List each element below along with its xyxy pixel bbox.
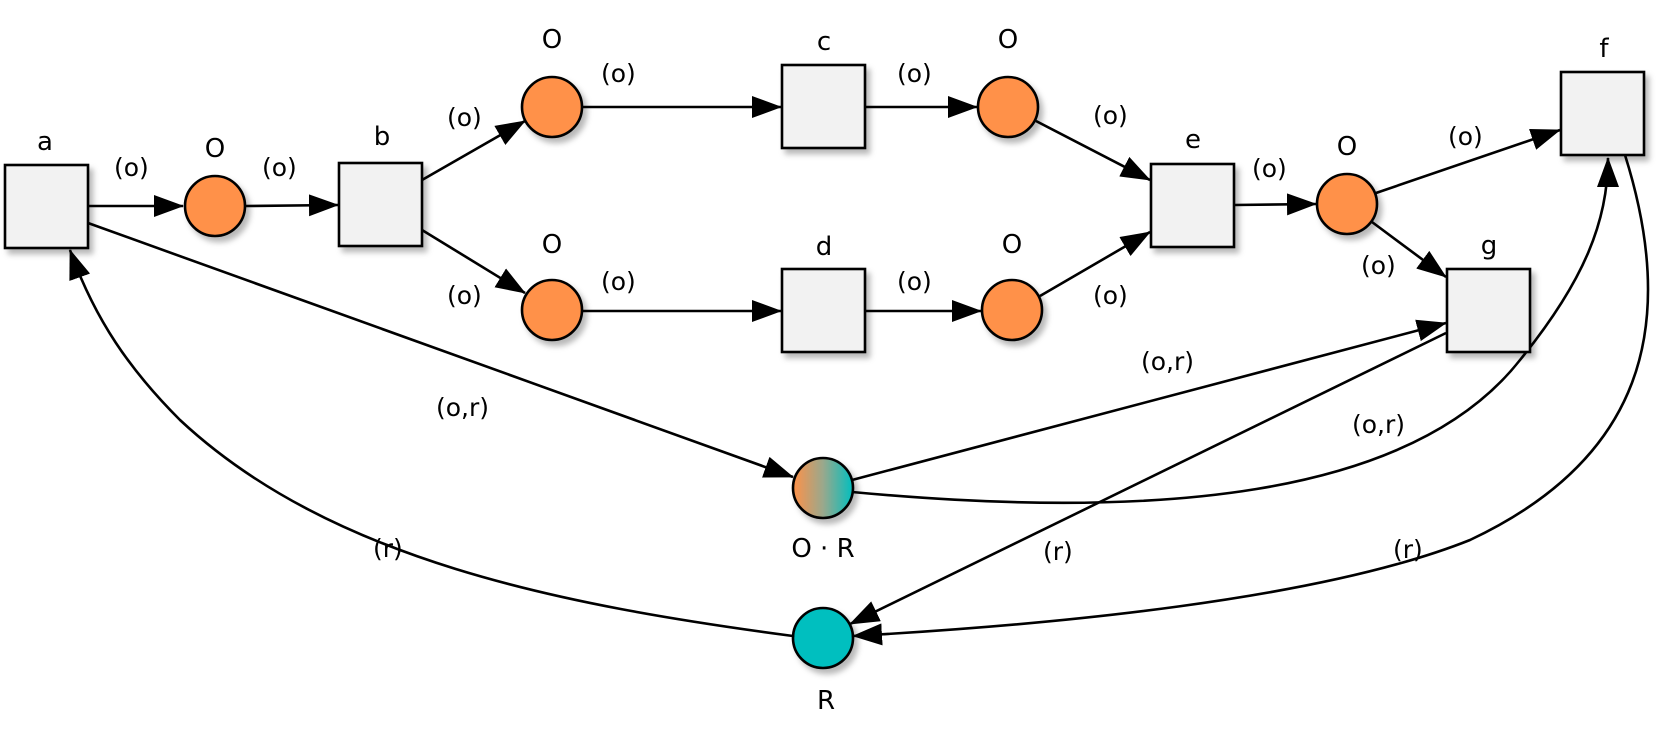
arc-b-p2 (421, 119, 526, 182)
arc-label-p6-f: (o) (1448, 122, 1483, 151)
transitions: a b c d e f g (3, 27, 1646, 354)
place-label-o-4: O (998, 25, 1018, 55)
arc-p6-f (1375, 128, 1561, 195)
transition-a[interactable] (3, 163, 90, 250)
arc-a-p7 (87, 221, 794, 479)
arc-p1-b (244, 194, 339, 217)
place-o-2[interactable] (520, 75, 584, 139)
arc-label-f-p8: (r) (1393, 535, 1423, 564)
arc-labels: (o) (o) (o) (o) (o) (o) (o) (o) (o) (o) … (114, 59, 1483, 566)
arc-label-p2-c: (o) (601, 59, 636, 88)
arcs (68, 96, 1650, 646)
transition-label-a: a (37, 127, 53, 157)
arc-f-p8 (852, 154, 1650, 646)
transition-label-g: g (1481, 231, 1498, 261)
place-label-o-1: O (205, 134, 225, 164)
arc-p7-f (851, 157, 1619, 505)
arc-label-p1-b: (o) (262, 153, 297, 182)
transition-f[interactable] (1559, 70, 1646, 157)
place-label-o-5: O (1002, 230, 1022, 260)
arc-e-p6 (1233, 193, 1317, 216)
place-o-1[interactable] (183, 174, 247, 238)
places: O O O O O O O · R R (183, 25, 1379, 716)
arc-label-p7-g: (o,r) (1141, 347, 1194, 376)
place-label-o-r: O · R (791, 534, 854, 564)
arc-label-g-p8: (r) (1043, 537, 1073, 566)
arc-label-a-p7: (o,r) (436, 393, 489, 422)
place-o-r[interactable] (791, 456, 855, 520)
arc-label-b-p3: (o) (447, 281, 482, 310)
arc-label-c-p4: (o) (897, 59, 932, 88)
place-label-o-3: O (542, 230, 562, 260)
place-o-5[interactable] (980, 278, 1044, 342)
place-label-o-2: O (542, 25, 562, 55)
transition-b[interactable] (337, 161, 424, 248)
arc-label-p7-f: (o,r) (1352, 410, 1405, 439)
arc-label-a-p1: (o) (114, 153, 149, 182)
arc-p5-e (1039, 230, 1151, 298)
place-o-4[interactable] (976, 75, 1040, 139)
arc-label-p3-d: (o) (601, 267, 636, 296)
place-o-3[interactable] (520, 278, 584, 342)
transition-label-b: b (374, 122, 391, 152)
arc-label-d-p5: (o) (897, 267, 932, 296)
transition-e[interactable] (1149, 162, 1236, 249)
arc-p4-e (1035, 119, 1151, 182)
transition-c[interactable] (780, 63, 867, 150)
place-o-6[interactable] (1315, 172, 1379, 236)
transition-label-c: c (817, 27, 831, 57)
place-label-o-6: O (1337, 132, 1357, 162)
arc-p8-a (68, 249, 794, 638)
arc-label-p8-a: (r) (373, 534, 403, 563)
place-label-r: R (817, 686, 835, 716)
transition-label-f: f (1599, 34, 1609, 64)
arc-p7-g (851, 319, 1447, 482)
transition-g[interactable] (1445, 267, 1532, 354)
place-r[interactable] (791, 606, 855, 670)
arc-g-p8 (849, 331, 1447, 626)
arc-p6-g (1371, 220, 1447, 279)
arc-label-p4-e: (o) (1093, 101, 1128, 130)
transition-label-e: e (1185, 125, 1201, 155)
arc-b-p3 (421, 228, 526, 295)
arc-label-b-p2: (o) (447, 103, 482, 132)
arc-label-p6-g: (o) (1361, 251, 1396, 280)
arc-label-p5-e: (o) (1093, 281, 1128, 310)
arc-label-e-p6: (o) (1252, 154, 1287, 183)
transition-label-d: d (816, 232, 833, 262)
transition-d[interactable] (780, 267, 867, 354)
